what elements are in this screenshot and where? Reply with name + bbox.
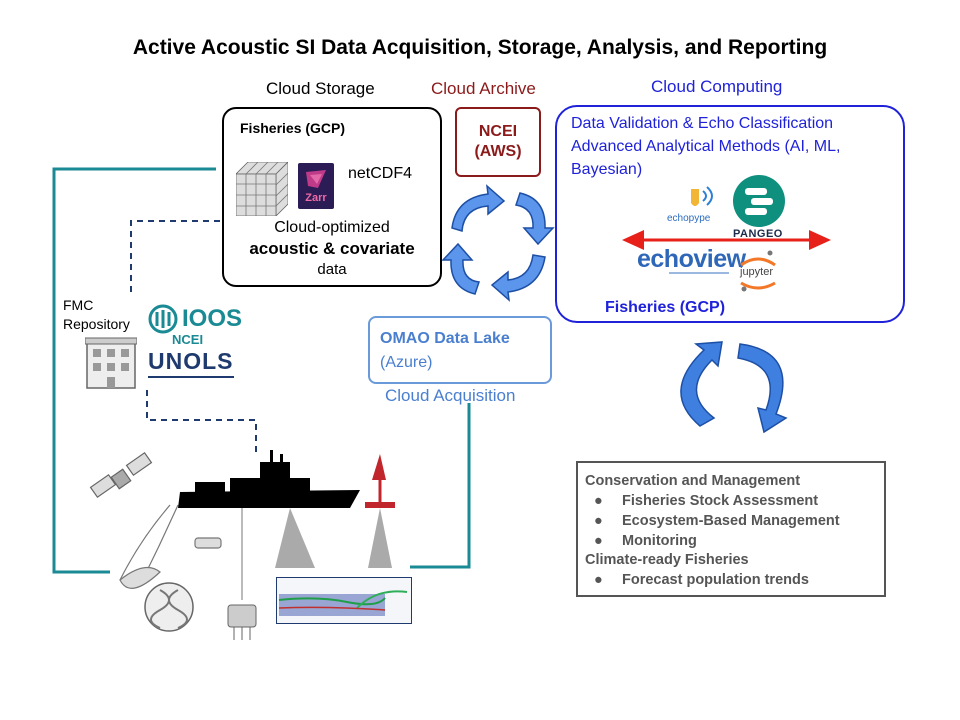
jupyter-label: jupyter: [740, 266, 774, 278]
jupyter-icon: [740, 250, 776, 292]
zarr-label: Zarr: [305, 192, 327, 204]
trawl-net-icon: [119, 504, 222, 589]
management-cycle-arrows: [680, 341, 788, 434]
echopype-icon: [691, 186, 713, 206]
lake-line1: OMAO Data Lake: [380, 330, 510, 347]
repository-line1: FMC: [63, 297, 94, 313]
ncei-label: NCEI: [172, 332, 204, 347]
building-icon: [85, 337, 137, 389]
cloud-acquisition-label: Cloud Acquisition: [385, 386, 516, 405]
compute-line1: Data Validation & Echo Classification: [571, 115, 834, 132]
saildrone-icon: [365, 454, 395, 508]
management-item-4: Forecast population trends: [622, 572, 809, 588]
compute-line2: Advanced Analytical Methods (AI, ML,: [571, 138, 841, 155]
archive-line2: (AWS): [474, 143, 522, 160]
pangeo-bar-3: [745, 208, 767, 215]
ship-icon: [178, 450, 360, 508]
storage-cycle-arrows: [441, 184, 555, 302]
echogram-plot: [278, 590, 408, 616]
echoview-label: echoview: [637, 245, 746, 273]
management-item-3: Monitoring: [622, 533, 697, 549]
bullet: ●: [594, 572, 603, 588]
cloud-storage-box: Fisheries (GCP) Zarr netCDF4 Cloud-optim…: [222, 107, 442, 287]
ioos-label: IOOS: [182, 305, 243, 332]
dashed-connector: [130, 220, 257, 456]
echopype-label: echopype: [667, 213, 711, 224]
data-lake-box: OMAO Data Lake (Azure): [368, 316, 552, 384]
cloud-storage-label: Cloud Storage: [266, 79, 375, 98]
red-double-arrow: [622, 230, 831, 250]
management-heading-2: Climate-ready Fisheries: [585, 552, 749, 568]
format-label: netCDF4: [348, 165, 413, 182]
bullet: ●: [594, 513, 603, 529]
bullet: ●: [594, 533, 603, 549]
storage-line2: acoustic & covariate: [249, 239, 415, 258]
echoview-underline: [669, 272, 729, 274]
pangeo-bar-2: [751, 198, 773, 205]
satellite-icon: [89, 451, 153, 499]
archive-line1: NCEI: [478, 123, 518, 140]
cloud-archive-box: NCEI (AWS): [455, 107, 541, 177]
storage-line1: Cloud-optimized: [274, 219, 390, 236]
repository-line2: Repository: [63, 316, 130, 332]
drone-sonar-beam: [368, 508, 392, 568]
diagram-title: Active Acoustic SI Data Acquisition, Sto…: [132, 36, 828, 59]
ship-sonar-beam: [275, 508, 315, 568]
edna-icon: [144, 582, 194, 632]
cloud-computing-box: Data Validation & Echo Classification Ad…: [555, 105, 905, 323]
data-cube-icon: [236, 162, 288, 216]
unols-label: UNOLS: [148, 348, 234, 374]
management-box: Conservation and Management ● Fisheries …: [576, 461, 886, 597]
cloud-computing-label: Cloud Computing: [651, 77, 783, 96]
pangeo-label: PANGEO: [733, 228, 783, 240]
pangeo-bar-1: [745, 188, 767, 195]
management-item-1: Fisheries Stock Assessment: [622, 493, 819, 509]
zarr-logo: Zarr: [298, 163, 334, 209]
compute-footer: Fisheries (GCP): [605, 299, 726, 316]
echogram-image: [276, 577, 412, 624]
mooring-instrument-icon: [227, 604, 257, 640]
acquisition-illustrations: [89, 450, 395, 640]
cloud-archive-label: Cloud Archive: [431, 79, 536, 98]
storage-header: Fisheries (GCP): [240, 120, 346, 136]
unols-underline: [148, 376, 234, 378]
pangeo-logo: [733, 175, 785, 227]
storage-line3: data: [317, 261, 347, 278]
management-heading-1: Conservation and Management: [585, 473, 801, 489]
lake-line2: (Azure): [380, 354, 433, 371]
zarr-icon: [306, 170, 326, 188]
compute-line3: Bayesian): [571, 161, 643, 178]
teal-connector: [52, 167, 471, 574]
bullet: ●: [594, 493, 603, 509]
ioos-icon: [148, 304, 178, 334]
management-item-2: Ecosystem-Based Management: [622, 513, 840, 529]
